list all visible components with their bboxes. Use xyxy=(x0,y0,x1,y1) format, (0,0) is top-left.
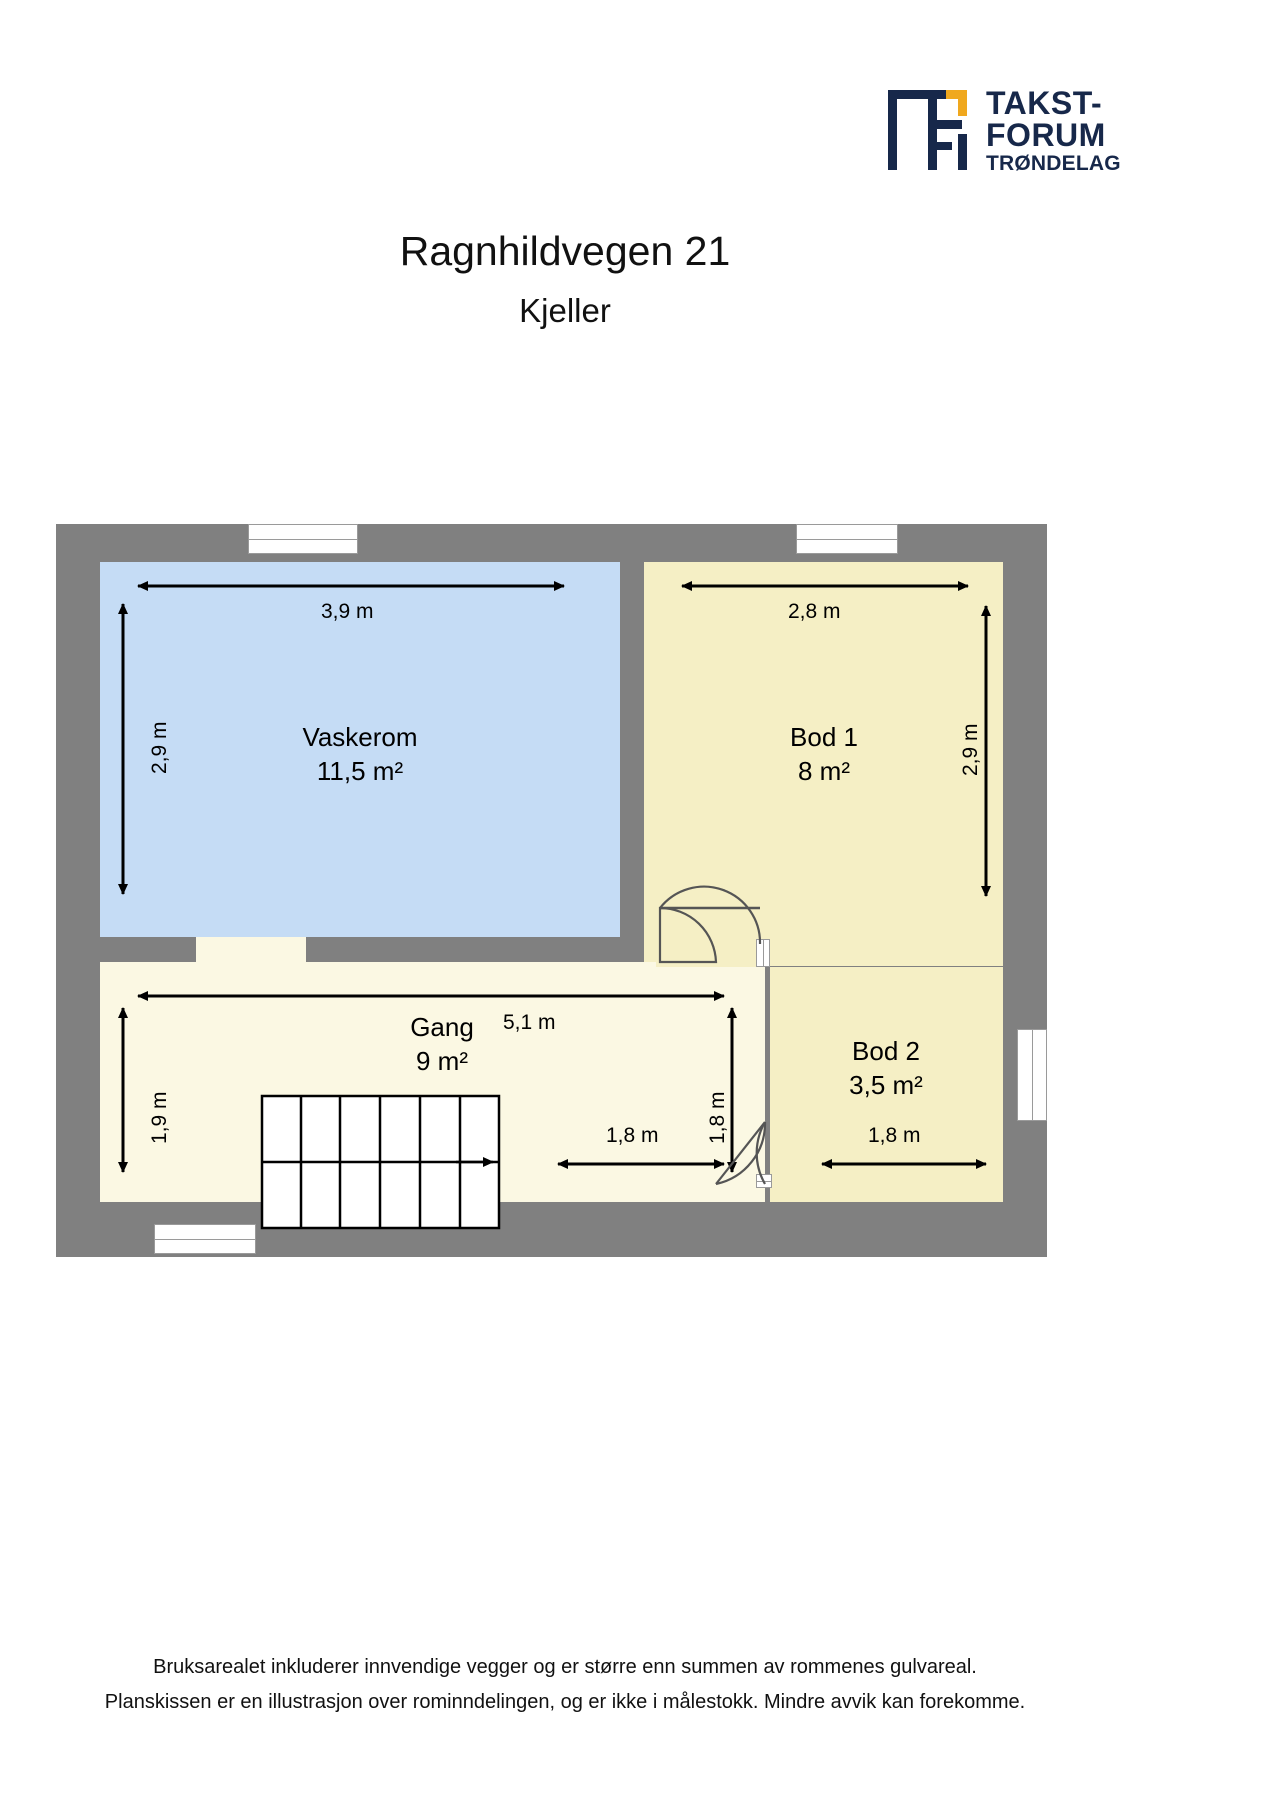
dim-gang-corridor-width: 1,8 m xyxy=(606,1124,659,1147)
page-title: Ragnhildvegen 21 xyxy=(399,228,731,274)
label-bod2-name: Bod 2 xyxy=(852,1036,920,1066)
label-gang-area: 9 m² xyxy=(416,1046,468,1077)
room-vaskerom xyxy=(100,562,620,937)
window-right xyxy=(1017,1029,1047,1121)
door-opening-vaskerom-gang xyxy=(196,937,306,962)
dim-vaskerom-width: 3,9 m xyxy=(321,600,374,623)
logo-line-forum: FORUM xyxy=(986,116,1106,153)
takst-forum-logo-mark xyxy=(880,84,972,176)
plan-annotations xyxy=(118,581,991,1230)
room-bod1 xyxy=(644,562,1003,966)
label-bod1: Bod 1 8 m² xyxy=(724,720,924,789)
logo-line-trondelag: TRØNDELAG xyxy=(986,151,1121,175)
dim-bod1-width: 2,8 m xyxy=(788,600,841,623)
dim-bod2-width: 1,8 m xyxy=(868,1124,921,1147)
label-bod1-area: 8 m² xyxy=(798,756,850,787)
dim-vaskerom-height: 2,9 m xyxy=(148,721,171,774)
dim-gang-height: 1,9 m xyxy=(148,1091,171,1144)
logo-wordmark: TAKST- FORUM TRØNDELAG xyxy=(986,87,1121,174)
label-bod2: Bod 2 3,5 m² xyxy=(786,1034,986,1103)
label-vaskerom-name: Vaskerom xyxy=(302,722,418,752)
dim-bod1-height: 2,9 m xyxy=(959,723,982,776)
footer-disclaimer: Bruksarealet inkluderer innvendige vegge… xyxy=(0,1650,1130,1720)
dim-gang-width: 5,1 m xyxy=(503,1011,556,1034)
window-bottom-left xyxy=(154,1224,256,1254)
label-gang: Gang 9 m² xyxy=(342,1010,542,1079)
label-gang-name: Gang xyxy=(410,1012,474,1042)
page-subtitle-floor: Kjeller xyxy=(519,292,611,329)
logo-line-takst: TAKST- xyxy=(986,84,1103,121)
footer-line-2: Planskissen er en illustrasjon over romi… xyxy=(104,1691,1026,1713)
window-top-left xyxy=(248,524,358,554)
label-vaskerom-area: 11,5 m² xyxy=(316,756,404,787)
door-frame-bod1 xyxy=(756,939,770,967)
label-bod1-name: Bod 1 xyxy=(790,722,858,752)
floor-plan: Vaskerom 11,5 m² Bod 1 8 m² Gang 9 m² Bo… xyxy=(56,524,1047,1257)
logo-mark-svg xyxy=(888,90,967,170)
dim-gang-corridor-height: 1,8 m xyxy=(706,1091,729,1144)
label-vaskerom: Vaskerom 11,5 m² xyxy=(260,720,460,789)
window-top-right xyxy=(796,524,898,554)
footer-line-1: Bruksarealet inkluderer innvendige vegge… xyxy=(153,1656,977,1678)
label-bod2-area: 3,5 m² xyxy=(849,1070,923,1101)
company-logo: TAKST- FORUM TRØNDELAG xyxy=(880,75,1200,185)
